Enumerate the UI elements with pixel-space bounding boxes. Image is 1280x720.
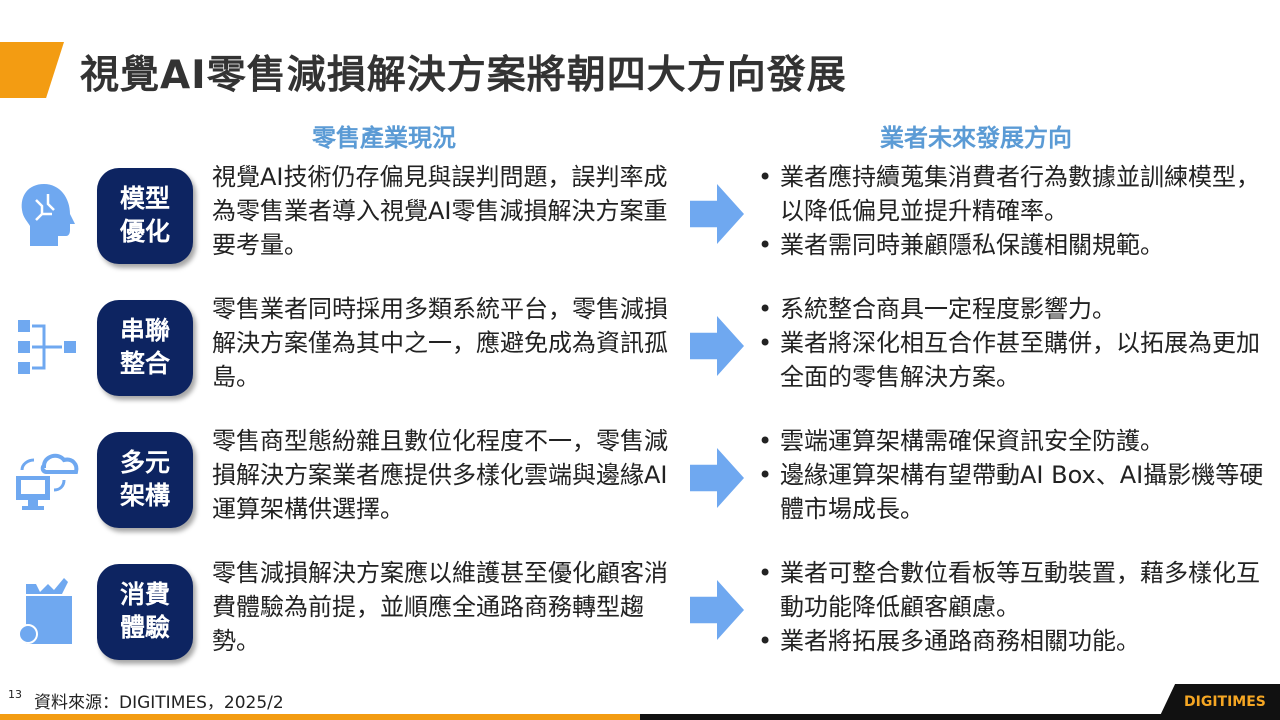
arrow-right-icon: [690, 316, 744, 376]
row-1: 模型優化 視覺AI技術仍存偏見與誤判問題，誤判率成為零售業者導入視覺AI零售減損…: [0, 158, 1280, 278]
source-note: 資料來源：DIGITIMES，2025/2: [34, 693, 284, 713]
page-number: 13: [8, 688, 22, 701]
cloud-computer-icon: [14, 444, 80, 514]
bullet-item: 業者將深化相互合作甚至購併，以拓展為更加全面的零售解決方案。: [758, 326, 1268, 394]
badge-line: 模型: [119, 184, 170, 213]
current-status-text: 零售商型態紛雜且數位化程度不一，零售減損解決方案業者應提供多樣化雲端與邊緣AI運…: [212, 427, 668, 523]
arrow-right-icon: [690, 580, 744, 640]
category-badge: 模型優化: [97, 168, 193, 264]
future-direction-list: 雲端運算架構需確保資訊安全防護。邊緣運算架構有望帶動AI Box、AI攝影機等硬…: [758, 424, 1268, 526]
grocery-bag-icon: [14, 576, 80, 646]
bullet-item: 業者將拓展多通路商務相關功能。: [758, 624, 1268, 658]
arrow-right-icon: [690, 184, 744, 244]
page-title: 視覺AI零售減損解決方案將朝四大方向發展: [80, 53, 847, 98]
column-header-current: 零售產業現況: [312, 124, 456, 152]
footer: 13 資料來源：DIGITIMES，2025/2: [8, 688, 284, 713]
future-direction-list: 業者可整合數位看板等互動裝置，藉多樣化互動功能降低顧客顧慮。業者將拓展多通路商務…: [758, 556, 1268, 658]
arrow-right-icon: [690, 448, 744, 508]
row-3: 多元架構 零售商型態紛雜且數位化程度不一，零售減損解決方案業者應提供多樣化雲端與…: [0, 422, 1280, 542]
footer-bar-black: [640, 714, 1280, 720]
row-4: 消費體驗 零售減損解決方案應以維護甚至優化顧客消費體驗為前提，並順應全通路商務轉…: [0, 554, 1280, 674]
integration-flow-icon: [14, 312, 80, 382]
badge-line: 串聯: [119, 316, 170, 345]
badge-line: 優化: [119, 217, 170, 246]
category-badge: 消費體驗: [97, 564, 193, 660]
bullet-item: 業者需同時兼顧隱私保護相關規範。: [758, 228, 1268, 262]
badge-line: 架構: [119, 481, 170, 510]
digitimes-logo: DIGITIMES: [1158, 684, 1280, 720]
current-status-text: 零售業者同時採用多類系統平台，零售減損解決方案僅為其中之一，應避免成為資訊孤島。: [212, 295, 668, 391]
badge-line: 消費: [119, 580, 170, 609]
current-status-text: 零售減損解決方案應以維護甚至優化顧客消費體驗為前提，並順應全通路商務轉型趨勢。: [212, 559, 668, 655]
bullet-item: 業者應持續蒐集消費者行為數據並訓練模型，以降低偏見並提升精確率。: [758, 160, 1268, 228]
badge-line: 多元: [119, 448, 170, 477]
row-2: 串聯整合 零售業者同時採用多類系統平台，零售減損解決方案僅為其中之一，應避免成為…: [0, 290, 1280, 410]
bullet-item: 邊緣運算架構有望帶動AI Box、AI攝影機等硬體市場成長。: [758, 458, 1268, 526]
badge-line: 整合: [119, 349, 170, 378]
bullet-item: 業者可整合數位看板等互動裝置，藉多樣化互動功能降低顧客顧慮。: [758, 556, 1268, 624]
footer-bar-orange: [0, 714, 640, 720]
category-badge: 多元架構: [97, 432, 193, 528]
category-badge: 串聯整合: [97, 300, 193, 396]
ai-head-icon: [14, 180, 80, 250]
badge-line: 體驗: [119, 613, 170, 642]
title-accent: [0, 42, 64, 98]
current-status-text: 視覺AI技術仍存偏見與誤判問題，誤判率成為零售業者導入視覺AI零售減損解決方案重…: [212, 163, 668, 259]
future-direction-list: 業者應持續蒐集消費者行為數據並訓練模型，以降低偏見並提升精確率。業者需同時兼顧隱…: [758, 160, 1268, 262]
column-header-future: 業者未來發展方向: [880, 124, 1072, 152]
bullet-item: 雲端運算架構需確保資訊安全防護。: [758, 424, 1268, 458]
bullet-item: 系統整合商具一定程度影響力。: [758, 292, 1268, 326]
future-direction-list: 系統整合商具一定程度影響力。業者將深化相互合作甚至購併，以拓展為更加全面的零售解…: [758, 292, 1268, 394]
